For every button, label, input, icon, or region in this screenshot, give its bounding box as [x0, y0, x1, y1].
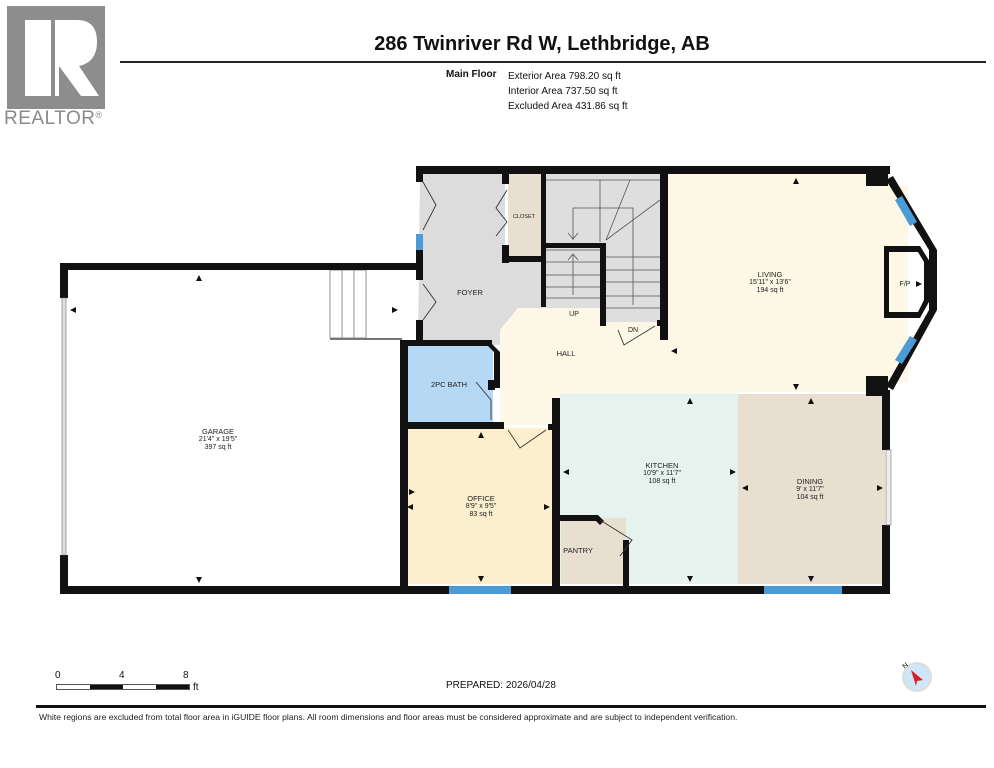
- room-label-living: LIVING 15'11" x 13'6" 194 sq ft: [749, 271, 791, 295]
- garage-floor: [66, 268, 402, 586]
- svg-text:N: N: [902, 662, 910, 671]
- room-label-pantry: PANTRY: [563, 547, 593, 556]
- prepared-date: PREPARED: 2026/04/28: [446, 680, 556, 691]
- room-dimensions: 9' x 11'7": [796, 486, 824, 493]
- room-dimensions: 8'9" x 9'5": [465, 503, 497, 510]
- room-label-garage: GARAGE 21'4" x 19'5" 397 sq ft: [199, 428, 237, 452]
- realtor-logo-mark: [7, 6, 105, 109]
- disclaimer: White regions are excluded from total fl…: [39, 712, 738, 722]
- room-label-hall: HALL: [557, 350, 576, 359]
- scale-label-0: 0: [55, 670, 61, 681]
- room-label-kitchen: KITCHEN 10'9" x 11'7" 108 sq ft: [643, 462, 681, 486]
- room-dimensions: 10'9" x 11'7": [643, 470, 681, 477]
- footer-divider: [36, 705, 986, 708]
- title-divider: [120, 61, 986, 63]
- room-area: 83 sq ft: [469, 511, 493, 518]
- floor-label: Main Floor: [446, 69, 497, 80]
- room-name: FOYER: [457, 288, 483, 297]
- room-name: DINING: [796, 477, 824, 486]
- garage-steps: [329, 269, 402, 340]
- dining-floor: [738, 394, 885, 584]
- windows: [61, 196, 917, 594]
- excluded-area: Excluded Area 431.86 sq ft: [508, 101, 628, 112]
- room-name: DN: [627, 327, 639, 334]
- room-name: CLOSET: [512, 214, 536, 220]
- walls: [60, 166, 937, 594]
- scale-label-4: 4: [119, 670, 125, 681]
- page-title: 286 Twinriver Rd W, Lethbridge, AB: [374, 33, 710, 55]
- room-name: LIVING: [757, 270, 783, 279]
- room-name: PANTRY: [563, 546, 593, 555]
- scale-unit: ft: [193, 682, 199, 693]
- room-label-office: OFFICE 8'9" x 9'5" 83 sq ft: [466, 495, 497, 519]
- foyer-floor: [418, 172, 545, 345]
- exterior-area: Exterior Area 798.20 sq ft: [508, 71, 621, 82]
- stairs-up-label: UP: [569, 311, 579, 319]
- area-summary: Exterior Area 798.20 sq ft Interior Area…: [508, 69, 628, 114]
- room-label-foyer: FOYER: [457, 289, 483, 298]
- room-dimensions: 15'11" x 13'6": [749, 279, 791, 286]
- room-name: UP: [569, 311, 579, 318]
- room-area: 194 sq ft: [756, 287, 784, 294]
- room-name: HALL: [556, 349, 576, 358]
- room-label-closet: CLOSET: [513, 213, 535, 221]
- stairs-down-label: DN: [628, 327, 638, 335]
- scale-label-8: 8: [183, 670, 189, 681]
- doors: [422, 181, 656, 557]
- room-area: 108 sq ft: [648, 478, 676, 485]
- room-dimensions: 21'4" x 19'5": [198, 436, 238, 443]
- room-name: OFFICE: [467, 494, 495, 503]
- interior-area: Interior Area 737.50 sq ft: [508, 86, 618, 97]
- closet-floor: [508, 174, 542, 258]
- room-name: 2PC BATH: [430, 380, 468, 389]
- realtor-logo-text: REALTOR®: [4, 108, 103, 129]
- room-name: KITCHEN: [645, 461, 679, 470]
- stairs-icon: [546, 179, 661, 309]
- room-name: GARAGE: [201, 427, 235, 436]
- dimension-markers: [70, 178, 922, 583]
- room-name: F/P: [899, 281, 911, 288]
- room-area: 104 sq ft: [796, 494, 824, 501]
- bath-floor: [405, 345, 493, 423]
- office-floor: [405, 428, 552, 584]
- room-area: 397 sq ft: [204, 444, 232, 451]
- hall-floor: [500, 172, 870, 425]
- room-label-dining: DINING 9' x 11'7" 104 sq ft: [796, 478, 824, 502]
- room-label-bath: 2PC BATH: [431, 381, 467, 390]
- room-label-fireplace: F/P: [900, 281, 911, 289]
- compass-icon: N: [900, 660, 934, 694]
